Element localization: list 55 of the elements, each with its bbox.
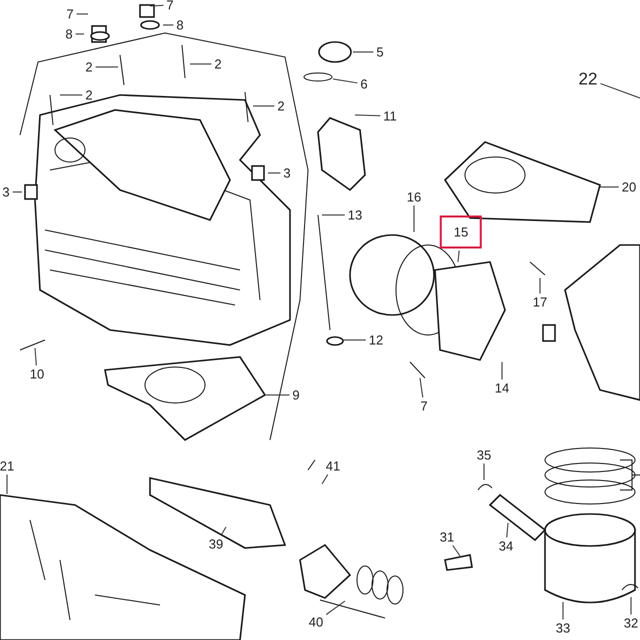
callout-number: 31 — [438, 530, 456, 544]
callout-number: 39 — [208, 538, 224, 550]
callout-number: 8 — [175, 18, 185, 32]
leader-line — [458, 250, 460, 262]
leader-line — [562, 602, 564, 620]
callout-number: 9 — [291, 388, 301, 402]
callout-number: 32 — [622, 616, 640, 630]
leader-line — [354, 114, 381, 116]
callout-number: 14 — [494, 382, 510, 394]
leader-line — [268, 172, 281, 174]
callout-number: 6 — [359, 78, 369, 90]
leader-line — [322, 214, 346, 216]
callout-number: 5 — [375, 46, 385, 58]
leader-line — [266, 394, 290, 396]
leader-line — [220, 526, 226, 536]
callout-number: 17 — [532, 296, 548, 308]
leader-line — [34, 348, 37, 366]
callout-number: 2 — [84, 88, 94, 102]
leader-line — [506, 522, 508, 538]
leader-line — [150, 4, 164, 6]
callout-number: 20 — [620, 180, 638, 194]
callout-number: 3 — [1, 186, 11, 198]
leader-line — [326, 600, 346, 616]
callout-number: 22 — [578, 70, 598, 88]
leader-line — [420, 378, 424, 398]
callout-number: 40 — [308, 616, 324, 628]
leader-line — [322, 474, 328, 484]
callout-number: 41 — [324, 460, 342, 472]
callout-number: 2 — [276, 100, 286, 112]
callout-number: 11 — [382, 110, 398, 122]
callout-number: 2 — [213, 58, 223, 70]
leader-line — [60, 94, 83, 96]
leader-line — [630, 596, 632, 615]
leader-line — [332, 78, 358, 84]
leader-line — [95, 66, 118, 68]
callout-number: 16 — [406, 190, 422, 204]
callout-number: 7 — [419, 400, 429, 412]
callout-number: 10 — [28, 368, 46, 380]
callout-number: 33 — [554, 622, 572, 634]
highlighted-callout-number: 15 — [440, 216, 482, 248]
callout-number: 21 — [0, 460, 16, 472]
callout-number: 2 — [84, 60, 94, 74]
leader-line — [600, 186, 620, 188]
callout-number: 8 — [64, 28, 74, 40]
leader-line — [600, 83, 640, 98]
callout-number: 34 — [498, 540, 514, 552]
callout-number: 12 — [368, 334, 384, 346]
callout-number: 35 — [476, 448, 492, 462]
callout-number: 7 — [65, 8, 75, 20]
leader-line — [452, 545, 460, 556]
callout-number: 3 — [282, 166, 292, 180]
callout-number: 13 — [346, 208, 364, 222]
leader-line — [162, 24, 174, 26]
callout-number: 7 — [165, 0, 175, 12]
leader-line — [6, 474, 8, 494]
